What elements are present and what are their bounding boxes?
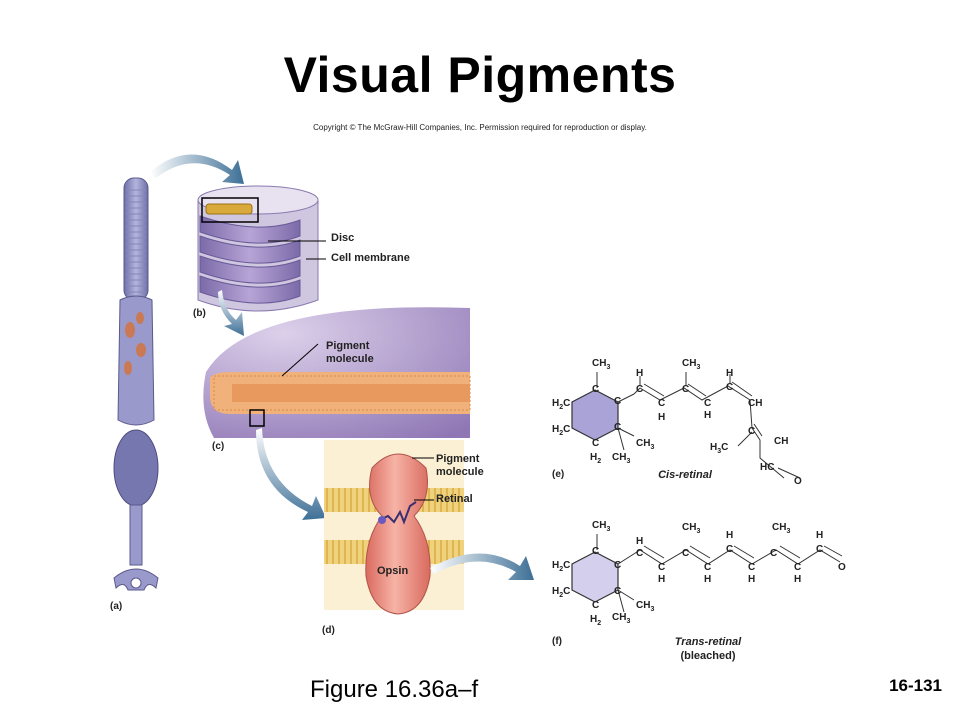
svg-text:C: C bbox=[704, 562, 711, 573]
svg-text:C: C bbox=[726, 544, 733, 555]
label-cell-membrane: Cell membrane bbox=[331, 252, 410, 264]
svg-text:O: O bbox=[794, 476, 802, 487]
svg-text:H2C: H2C bbox=[552, 398, 570, 411]
svg-text:C: C bbox=[770, 548, 777, 559]
svg-text:CH3: CH3 bbox=[592, 358, 610, 371]
svg-text:H: H bbox=[726, 368, 733, 379]
label-opsin: Opsin bbox=[377, 565, 409, 577]
svg-text:H: H bbox=[726, 530, 733, 541]
panel-label-b: (b) bbox=[193, 308, 206, 319]
svg-text:C: C bbox=[592, 546, 599, 557]
arrow-c-to-d bbox=[256, 428, 326, 520]
svg-text:C: C bbox=[816, 544, 823, 555]
label-disc: Disc bbox=[331, 232, 355, 244]
svg-text:H2C: H2C bbox=[552, 424, 570, 437]
svg-text:C: C bbox=[704, 398, 711, 409]
cis-retinal-label: Cis-retinal bbox=[658, 469, 712, 481]
label-pigment-molecule-c-line2: molecule bbox=[326, 353, 374, 365]
svg-text:C: C bbox=[726, 382, 733, 393]
svg-text:H: H bbox=[704, 574, 711, 585]
svg-text:HC: HC bbox=[760, 462, 774, 473]
svg-text:CH: CH bbox=[774, 436, 788, 447]
svg-text:H: H bbox=[658, 574, 665, 585]
disc-fold bbox=[203, 307, 471, 438]
label-pigment-molecule-c-line1: Pigment bbox=[326, 340, 370, 352]
trans-retinal-label: Trans-retinal bbox=[674, 636, 742, 648]
svg-text:H2: H2 bbox=[590, 452, 601, 465]
arrow-b-to-c bbox=[218, 290, 244, 336]
panel-label-a: (a) bbox=[110, 601, 123, 612]
svg-text:C: C bbox=[614, 560, 621, 571]
label-pigment-molecule-d-line1: Pigment bbox=[436, 453, 480, 465]
svg-text:C: C bbox=[658, 398, 665, 409]
svg-text:H: H bbox=[794, 574, 801, 585]
svg-text:C: C bbox=[682, 384, 689, 395]
svg-text:C: C bbox=[592, 600, 599, 611]
figure-caption: Figure 16.36a–f bbox=[310, 676, 479, 703]
svg-text:C: C bbox=[794, 562, 801, 573]
svg-text:CH3: CH3 bbox=[612, 452, 630, 465]
opsin-membrane bbox=[324, 440, 464, 615]
svg-text:C: C bbox=[636, 384, 643, 395]
svg-text:CH3: CH3 bbox=[592, 520, 610, 533]
svg-text:H2C: H2C bbox=[552, 586, 570, 599]
svg-text:C: C bbox=[614, 586, 621, 597]
arrow-a-to-b bbox=[150, 154, 244, 184]
svg-text:CH3: CH3 bbox=[612, 612, 630, 625]
panel-label-e: (e) bbox=[552, 469, 565, 480]
svg-text:C: C bbox=[682, 548, 689, 559]
page-title: Visual Pigments bbox=[283, 47, 677, 103]
svg-text:H: H bbox=[658, 412, 665, 423]
panel-label-c: (c) bbox=[212, 441, 225, 452]
svg-text:C: C bbox=[748, 426, 755, 437]
svg-text:CH3: CH3 bbox=[636, 438, 654, 451]
svg-text:H2C: H2C bbox=[552, 560, 570, 573]
panel-label-f: (f) bbox=[552, 636, 562, 647]
trans-retinal-bleached-label: (bleached) bbox=[680, 650, 736, 662]
disc-stack bbox=[197, 185, 326, 312]
svg-text:C: C bbox=[636, 548, 643, 559]
svg-text:CH3: CH3 bbox=[772, 522, 790, 535]
svg-text:O: O bbox=[838, 562, 846, 573]
label-retinal: Retinal bbox=[436, 493, 473, 505]
trans-retinal-structure: CH3 C H2C C H2C C C H2 CH3 CH3 H C C H C… bbox=[552, 520, 846, 627]
panel-label-d: (d) bbox=[322, 625, 335, 636]
label-pigment-molecule-d-line2: molecule bbox=[436, 466, 484, 478]
svg-text:CH3: CH3 bbox=[636, 600, 654, 613]
svg-text:H: H bbox=[748, 574, 755, 585]
cis-retinal-structure: CH3 C H2C C H2C C C H2 CH3 CH3 H C C H C… bbox=[552, 358, 802, 487]
svg-text:H2: H2 bbox=[590, 614, 601, 627]
svg-text:CH3: CH3 bbox=[682, 358, 700, 371]
svg-text:H: H bbox=[704, 410, 711, 421]
svg-text:H: H bbox=[636, 536, 643, 547]
svg-text:C: C bbox=[592, 384, 599, 395]
svg-text:C: C bbox=[614, 422, 621, 433]
copyright-notice: Copyright © The McGraw-Hill Companies, I… bbox=[313, 123, 647, 132]
slide-number: 16-131 bbox=[889, 676, 942, 695]
svg-text:CH: CH bbox=[748, 398, 762, 409]
svg-text:C: C bbox=[748, 562, 755, 573]
svg-text:C: C bbox=[614, 396, 621, 407]
svg-text:CH3: CH3 bbox=[682, 522, 700, 535]
svg-text:H: H bbox=[816, 530, 823, 541]
svg-text:C: C bbox=[658, 562, 665, 573]
arrow-d-to-f bbox=[430, 553, 534, 580]
svg-text:H3C: H3C bbox=[710, 442, 728, 455]
rod-cell bbox=[113, 177, 159, 591]
svg-text:H: H bbox=[636, 368, 643, 379]
svg-text:C: C bbox=[592, 438, 599, 449]
